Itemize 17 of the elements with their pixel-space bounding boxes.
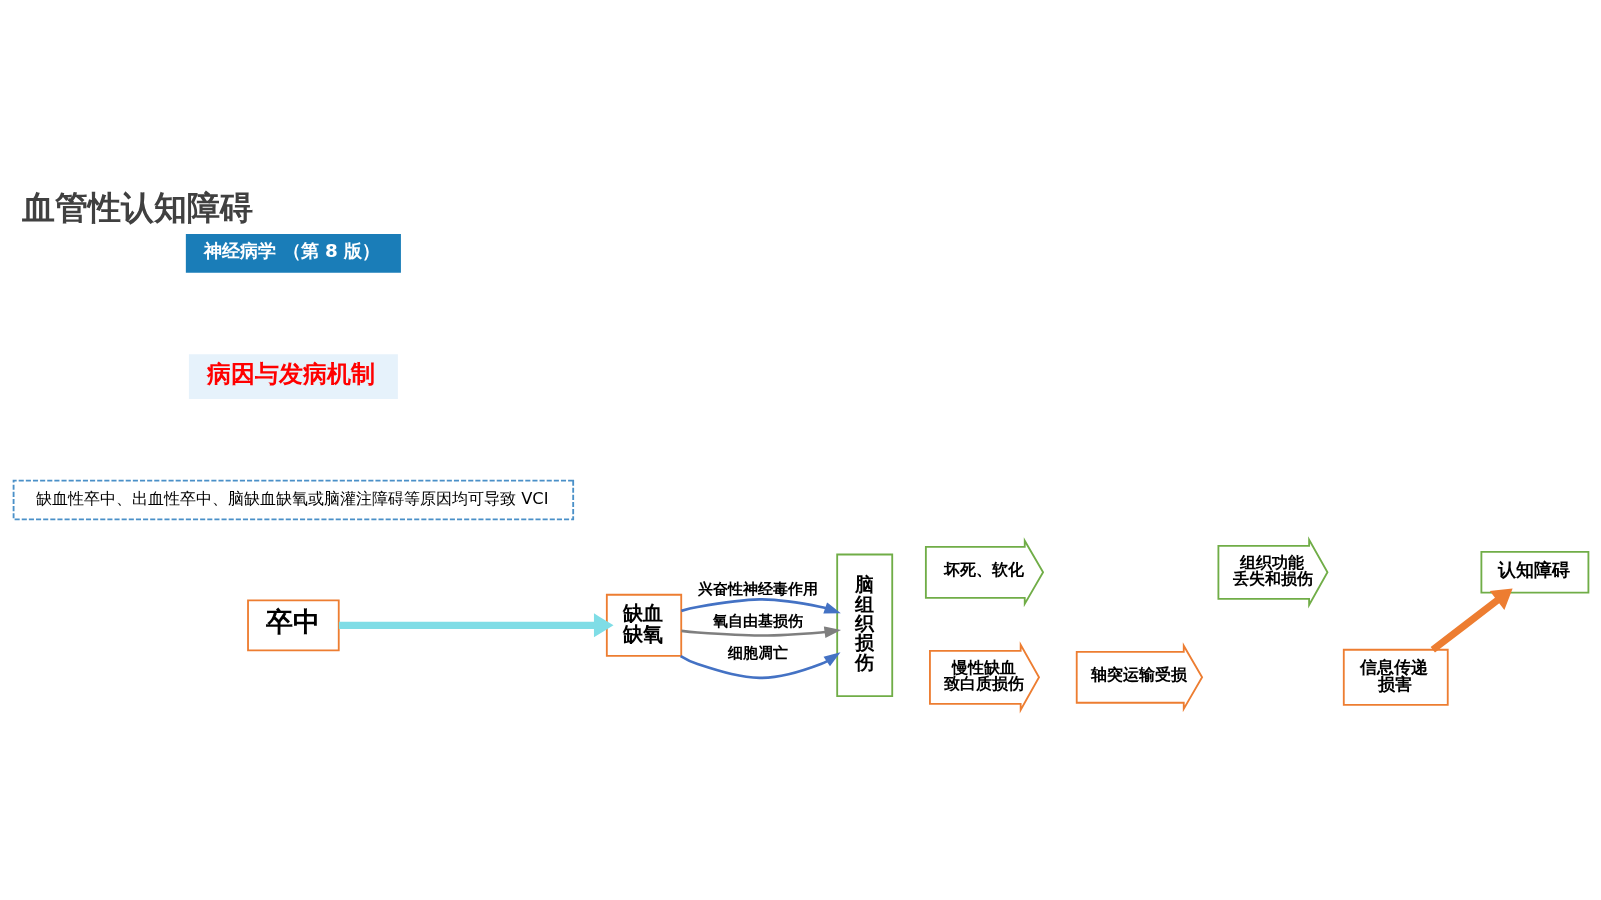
node-box: 认知障碍 [1479, 551, 1589, 594]
edge-label: 细胞凋亡 [727, 643, 788, 662]
node-box: 卒中 [246, 599, 340, 652]
edge-label: 兴奋性神经毒作用 [697, 579, 818, 598]
edge-label: 氧自由基损伤 [712, 612, 803, 631]
label: 神经病学 （第 8 版） [203, 239, 380, 261]
arrow [1430, 588, 1513, 653]
node-box: 脑组织损伤 [835, 553, 893, 698]
node-box: 信息传递损害 [1342, 648, 1449, 706]
arrow [338, 613, 614, 638]
node-box: 缺血缺氧 [605, 593, 682, 657]
arrow [679, 652, 841, 680]
arrow [680, 626, 841, 638]
diagram-title: 血管性认知障碍 [21, 189, 253, 228]
node-box: 缺血性卒中、出血性卒中、脑缺血缺氧或脑灌注障碍等原因均可导致 VCI [12, 479, 574, 521]
arrow [680, 598, 841, 614]
label: 病因与发病机制 [206, 358, 375, 388]
